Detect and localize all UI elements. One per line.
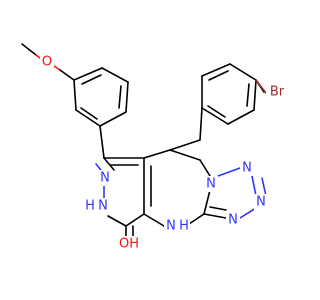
atom-br-label: Br xyxy=(270,85,285,100)
bond-bp-2 xyxy=(229,63,257,81)
atom-oh-bg xyxy=(116,236,142,252)
bond-bp-1 xyxy=(201,63,231,77)
bond-bp-d1 xyxy=(208,70,229,81)
bond-o-ring-half xyxy=(53,65,61,71)
atom-n-bridge: N xyxy=(204,176,218,192)
bond-bp-core xyxy=(199,107,203,141)
atom-nh-pyrimidine: N H xyxy=(164,218,190,234)
bond-mp-2 xyxy=(101,67,129,83)
bond-mp-4 xyxy=(99,111,127,127)
bond-cj2-nh xyxy=(143,213,165,227)
atom-n-tz-bottom-bg xyxy=(226,212,240,228)
bond-tz-2 xyxy=(251,175,257,197)
atom-n-pyridazine-label: N xyxy=(100,171,110,186)
bond-mp-1 xyxy=(73,67,103,81)
bond-co-cj2 xyxy=(125,213,145,227)
bond-mp-5 xyxy=(75,109,101,127)
bond-mp-d2 xyxy=(118,85,122,109)
atom-n-pyridazine-2-label: N xyxy=(98,199,108,214)
atom-n-tz-bottom-label: N xyxy=(228,213,238,228)
bond-tz-1 xyxy=(217,167,241,177)
atom-nh-pyrimidine-n-label: N xyxy=(166,219,176,234)
atom-n-tz-top-bg xyxy=(240,160,254,176)
atom-nh-pyrimidine-h-bg xyxy=(178,218,190,234)
bond-ch xyxy=(169,149,201,161)
atom-n-pyridazine-bg xyxy=(98,170,112,186)
bond-tz-4 xyxy=(203,213,227,219)
bond-o-methyl-half xyxy=(35,54,41,59)
atom-n-bridge-label: N xyxy=(206,177,216,192)
bond-o-ring xyxy=(59,69,75,81)
bond-ctz-nb xyxy=(203,189,211,215)
bond-mp-6 xyxy=(73,79,77,111)
bond-bp-5 xyxy=(201,107,229,125)
bond-bp-3 xyxy=(253,79,257,111)
atom-br-bg xyxy=(266,84,288,100)
atom-oh-label: OH xyxy=(119,237,139,252)
bond-methyl-o xyxy=(21,43,37,56)
bond-tz-2d xyxy=(261,177,267,197)
atom-nh-pyrimidine-bg xyxy=(164,218,178,234)
bond-c-n-upper xyxy=(103,157,115,171)
atom-h-pyridazine-label: H xyxy=(85,199,95,214)
atom-h-pyridazine-bg xyxy=(84,198,96,214)
bond-mp-d3 xyxy=(80,107,98,120)
atom-nh-pyrimidine-h-label: H xyxy=(179,219,189,234)
atom-n-tz-bottom: N xyxy=(226,212,240,228)
atom-n-tz-right: N xyxy=(254,194,268,210)
bond-br-half xyxy=(255,79,267,94)
atom-n-pyridazine: N xyxy=(98,170,112,186)
bond-bp-d2 xyxy=(246,83,250,107)
atom-labels: Br O N N N N N N xyxy=(40,54,288,252)
bond-tz-3 xyxy=(239,207,257,219)
atom-n-pyridazine-2-bg xyxy=(96,198,110,214)
atom-o-methoxy-bg xyxy=(40,54,54,70)
atom-n-tz-right-label: N xyxy=(256,195,266,210)
molecule-structure: Br O N N N N N N xyxy=(21,43,288,252)
atom-n-bridge-bg xyxy=(204,176,218,192)
atom-oh: OH xyxy=(116,236,142,252)
bond-mp-core xyxy=(99,125,105,159)
bond-cj-ch xyxy=(143,149,171,159)
bond-bp-4 xyxy=(227,109,255,125)
atom-o-methoxy-label: O xyxy=(42,55,52,70)
bond-mp-d1 xyxy=(81,74,102,85)
bond-ch-ntz xyxy=(199,159,211,177)
atom-n-tz-top-label: N xyxy=(242,161,252,176)
atom-n-tz-right-bg xyxy=(254,194,268,210)
bond-bp-d3 xyxy=(207,105,226,118)
atom-br: Br xyxy=(266,84,288,100)
atom-o-methoxy: O xyxy=(40,54,54,70)
atom-n-tz-top: N xyxy=(240,160,254,176)
bond-mp-3 xyxy=(125,81,129,113)
bond-ch-bp xyxy=(169,139,201,151)
bond-nh-co xyxy=(107,215,127,227)
atom-n-pyridazine-2: N xyxy=(96,198,110,214)
atom-h-pyridazine: H xyxy=(84,198,96,214)
bond-tz-4d xyxy=(209,206,227,211)
